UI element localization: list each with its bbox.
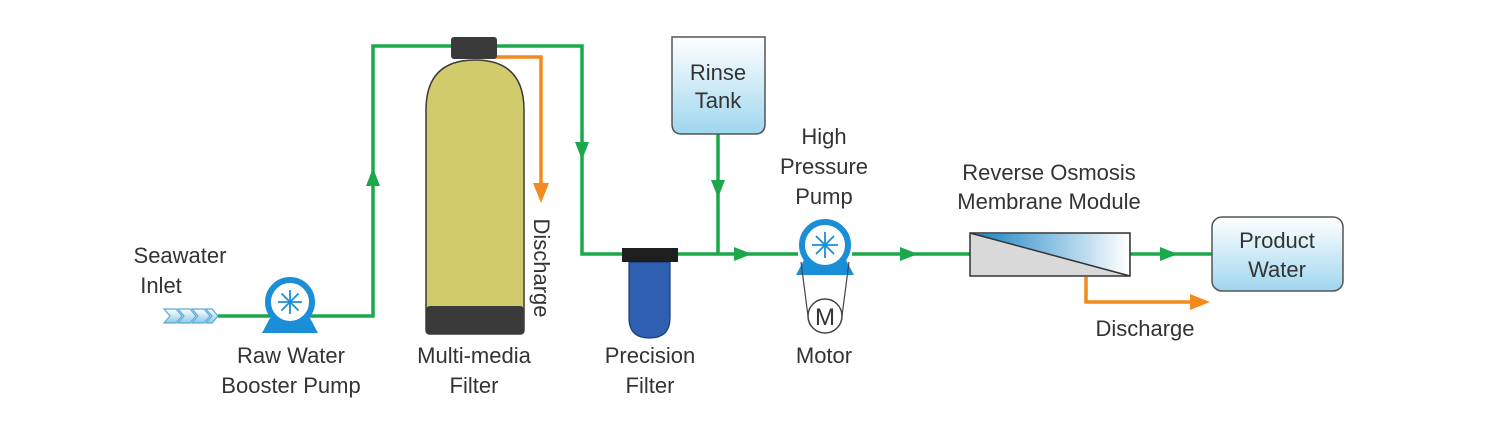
ro-module-label-1: Reverse Osmosis [962, 160, 1136, 185]
discharge-pipes [495, 55, 1190, 304]
multimedia-filter-label-2: Filter [450, 373, 499, 398]
product-water-label-1: Product [1239, 228, 1315, 253]
arrow-right-icon [900, 247, 918, 261]
high-pressure-pump-icon [796, 219, 854, 275]
ro-module-label-2: Membrane Module [957, 189, 1140, 214]
seawater-inlet-icon [162, 308, 219, 324]
raw-water-pump-label-2: Booster Pump [221, 373, 360, 398]
pipe-ro-discharge [1084, 277, 1190, 304]
rinse-tank-label-1: Rinse [690, 60, 746, 85]
hp-pump-label-2: Pressure [780, 154, 868, 179]
rinse-tank-label-2: Tank [695, 88, 742, 113]
discharge-arrow-right-icon [1190, 294, 1210, 310]
arrow-down-icon [711, 180, 725, 198]
arrow-right-icon [1160, 247, 1178, 261]
hp-pump-label-3: Pump [795, 184, 852, 209]
motor-icon: M [800, 261, 850, 334]
discharge-arrow-down-icon [533, 183, 549, 203]
arrow-right-icon [734, 247, 752, 261]
precision-filter-label-1: Precision [605, 343, 695, 368]
multimedia-filter-icon [425, 37, 525, 335]
motor-label: Motor [796, 343, 852, 368]
arrow-up-icon [366, 168, 380, 186]
ro-membrane-module-icon [969, 232, 1131, 277]
labels: Seawater Inlet Raw Water Booster Pump Mu… [134, 60, 1315, 398]
raw-water-pump-icon [262, 277, 318, 333]
rinse-tank-icon [671, 36, 766, 135]
flow-arrows [366, 142, 1178, 261]
precision-filter-icon [622, 248, 678, 339]
seawater-inlet-label-2: Inlet [140, 273, 182, 298]
arrow-down-icon [575, 142, 589, 160]
filter-discharge-label: Discharge [529, 218, 554, 317]
seawater-inlet-label-1: Seawater [134, 243, 227, 268]
ro-discharge-label: Discharge [1095, 316, 1194, 341]
product-water-tank-icon [1211, 216, 1344, 292]
precision-filter-label-2: Filter [626, 373, 675, 398]
pipe-inlet-to-filter [218, 44, 455, 318]
multimedia-filter-label-1: Multi-media [417, 343, 531, 368]
raw-water-pump-label-1: Raw Water [237, 343, 345, 368]
motor-symbol: M [815, 304, 835, 331]
product-water-label-2: Water [1248, 257, 1306, 282]
pipe-filter-discharge [495, 55, 543, 185]
hp-pump-label-1: High [801, 124, 846, 149]
